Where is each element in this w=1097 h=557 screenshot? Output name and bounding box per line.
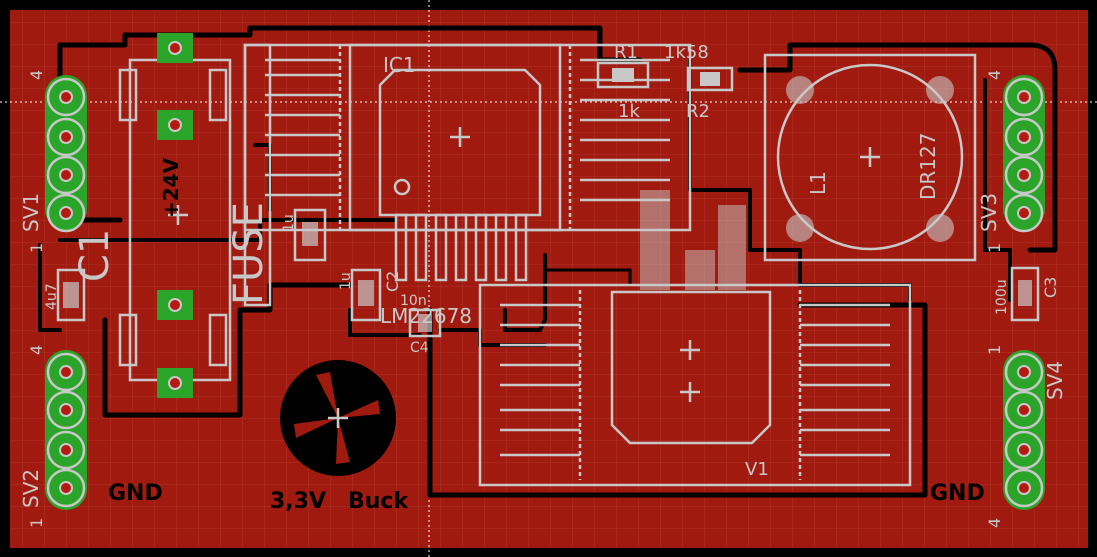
v24-label: +24V: [159, 157, 183, 218]
gnd-right-label: GND: [930, 481, 985, 506]
fuse-holder: FUSE +24V: [118, 33, 272, 398]
sv2-pin1: 1: [27, 518, 46, 528]
sv1-pin1: 1: [27, 243, 46, 253]
lm22678-label: LM22678: [380, 304, 472, 328]
sv1-pin4: 4: [27, 70, 46, 80]
gnd-left-label: GND: [108, 481, 163, 506]
sv3-header: 4 1 SV3: [977, 70, 1045, 253]
dr127-inductor: L1 DR127: [763, 53, 977, 262]
c2-capacitor: 1u C2: [338, 268, 402, 322]
c1-value: 1u: [281, 214, 297, 232]
ic1-label: IC1: [383, 53, 416, 77]
sv2-header: 4 1 SV2: [19, 345, 87, 528]
sv4-pin4: 4: [985, 518, 1004, 528]
r1-value: 1k58: [664, 42, 709, 63]
sv3-pin1: 1: [985, 243, 1004, 253]
sv2-pin4: 4: [27, 345, 46, 355]
sv1-header: 4 1 SV1: [19, 70, 87, 253]
v1-label: V1: [745, 459, 769, 480]
sv2-label: SV2: [19, 469, 43, 508]
c2-label: C2: [383, 271, 402, 292]
r2-value: 1k: [618, 101, 640, 122]
c1-capacitor: 1u: [281, 208, 327, 262]
ic1-pins: [394, 213, 528, 282]
fuse-label: FUSE: [226, 202, 272, 305]
sv4-pin1: 1: [985, 345, 1004, 355]
c1b-value: 4u7: [44, 283, 60, 310]
buck-label: Buck: [348, 489, 409, 514]
v33-label: 3,3V: [270, 489, 326, 514]
c2-value: 1u: [338, 272, 354, 290]
c1b-label: C1: [72, 229, 118, 282]
sv1-label: SV1: [19, 193, 43, 232]
l1-label: L1: [806, 171, 830, 195]
c4-label: C4: [410, 340, 429, 356]
fuse-pads: [157, 33, 193, 398]
c4-value: 10n: [400, 293, 427, 309]
logo-image: [280, 360, 396, 476]
v1-regulator: V1: [478, 190, 912, 487]
r2-resistor: R2 1k: [618, 66, 734, 122]
c3-capacitor: 100u C3: [994, 266, 1060, 322]
sv4-label: SV4: [1043, 361, 1067, 400]
c3-value: 100u: [994, 279, 1010, 315]
r1-label: R1: [614, 42, 638, 63]
sv3-label: SV3: [977, 193, 1001, 232]
c1b-capacitor: 4u7 C1: [44, 229, 118, 322]
board-grid: [10, 10, 1088, 548]
sv3-pin4: 4: [985, 70, 1004, 80]
r2-label: R2: [686, 101, 710, 122]
c3-label: C3: [1041, 277, 1060, 298]
dr127-label: DR127: [916, 133, 940, 200]
sv4-header: 1 4 SV4: [985, 345, 1067, 528]
r1-resistor: R1 1k58: [596, 42, 709, 89]
c4-capacitor: 10n C4: [400, 293, 442, 356]
